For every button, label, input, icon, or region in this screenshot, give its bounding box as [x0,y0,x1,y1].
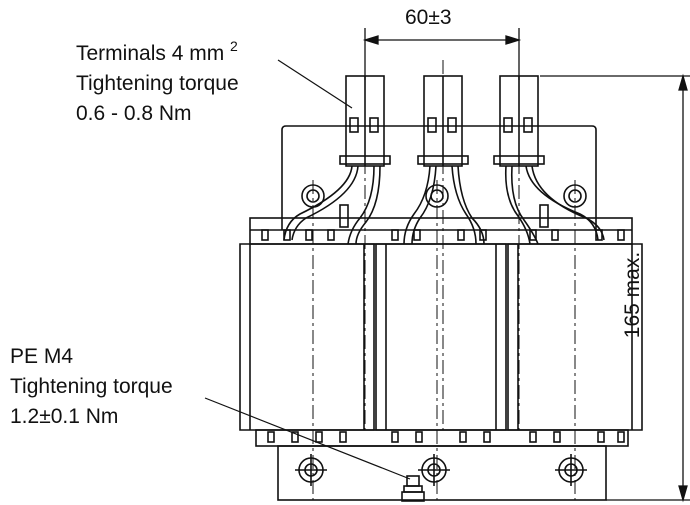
winding-leads [283,165,605,245]
terminal-note-line3: 0.6 - 0.8 Nm [76,102,192,125]
height-dimension-label: 165 max. [621,251,644,339]
pe-note-line1: PE M4 [10,345,74,368]
coil-middle [375,243,507,431]
terminal-note-line1: Terminals 4 mm [76,42,225,65]
pe-note-line3: 1.2±0.1 Nm [10,405,119,428]
bottom-mounting-hole [555,454,587,486]
center-lines [312,60,576,500]
pe-leader [204,397,411,480]
coil-left [239,243,375,431]
bracket-slot [339,204,349,228]
bottom-mounting-hole [418,454,450,486]
terminal-leader [277,59,353,109]
bracket-slot [539,204,549,228]
height-dimension [540,73,690,503]
lower-yoke [255,429,629,447]
pe-terminal [401,475,425,502]
terminal-note-superscript: 2 [230,38,238,54]
terminal-note-line2: Tightening torque [76,72,239,95]
pe-note-line2: Tightening torque [10,375,173,398]
top-bracket [281,125,597,230]
bottom-bracket [277,445,607,501]
coil-right [507,243,643,431]
pitch-dimension [362,28,522,80]
bottom-mounting-hole [295,454,327,486]
pitch-dimension-label: 60±3 [405,6,452,29]
lower-yoke-teeth [267,431,625,443]
